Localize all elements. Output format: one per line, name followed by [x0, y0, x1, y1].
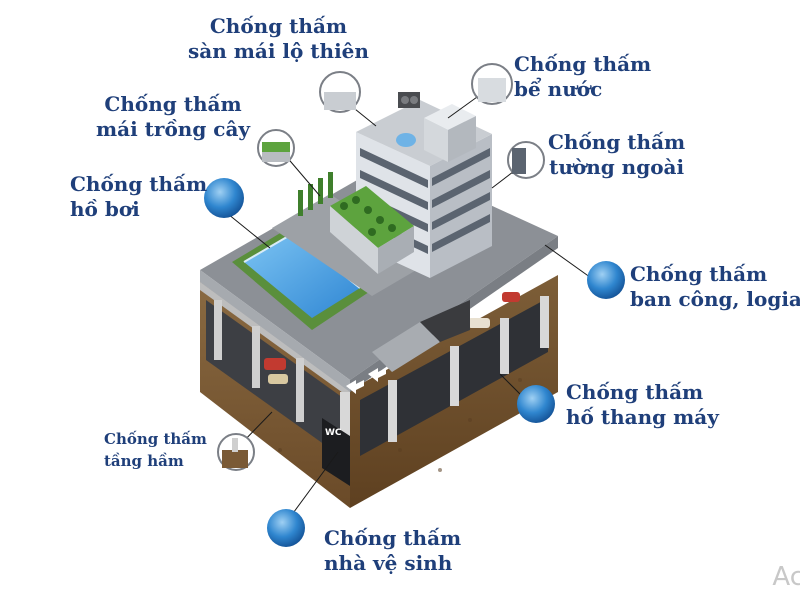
water-tank-label: Chống thấm bể nước: [514, 52, 652, 101]
pool-icon: [204, 178, 244, 218]
roof-deck-label: Chống thấm sàn mái lộ thiên: [188, 14, 369, 63]
balcony-label: Chống thấm ban công, logia: [630, 262, 800, 311]
watermark-text: Ac: [772, 562, 800, 592]
exterior-wall-icon: [507, 141, 545, 179]
elevator-pit-icon: [517, 385, 555, 423]
elevator-pit-label: Chống thấm hố thang máy: [566, 380, 719, 429]
basement-label: Chống thấm tầng hầm: [104, 430, 207, 470]
roof-garden-icon: [257, 129, 295, 167]
wc-sign: WC: [325, 428, 342, 438]
roof-garden-block: [330, 186, 414, 274]
roof-garden-label: Chống thấm mái trồng cây: [96, 92, 251, 141]
exterior-wall-label: Chống thấm tường ngoài: [548, 130, 686, 179]
roof-deck-icon: [319, 71, 361, 113]
bathroom-icon: [267, 509, 305, 547]
water-tank-icon: [471, 63, 513, 105]
pool-label: Chống thấm hồ bơi: [70, 172, 208, 221]
bathroom-label: Chống thấm nhà vệ sinh: [324, 526, 462, 575]
balcony-icon: [587, 261, 625, 299]
basement-icon: [217, 433, 255, 471]
basement-level: [200, 282, 549, 486]
